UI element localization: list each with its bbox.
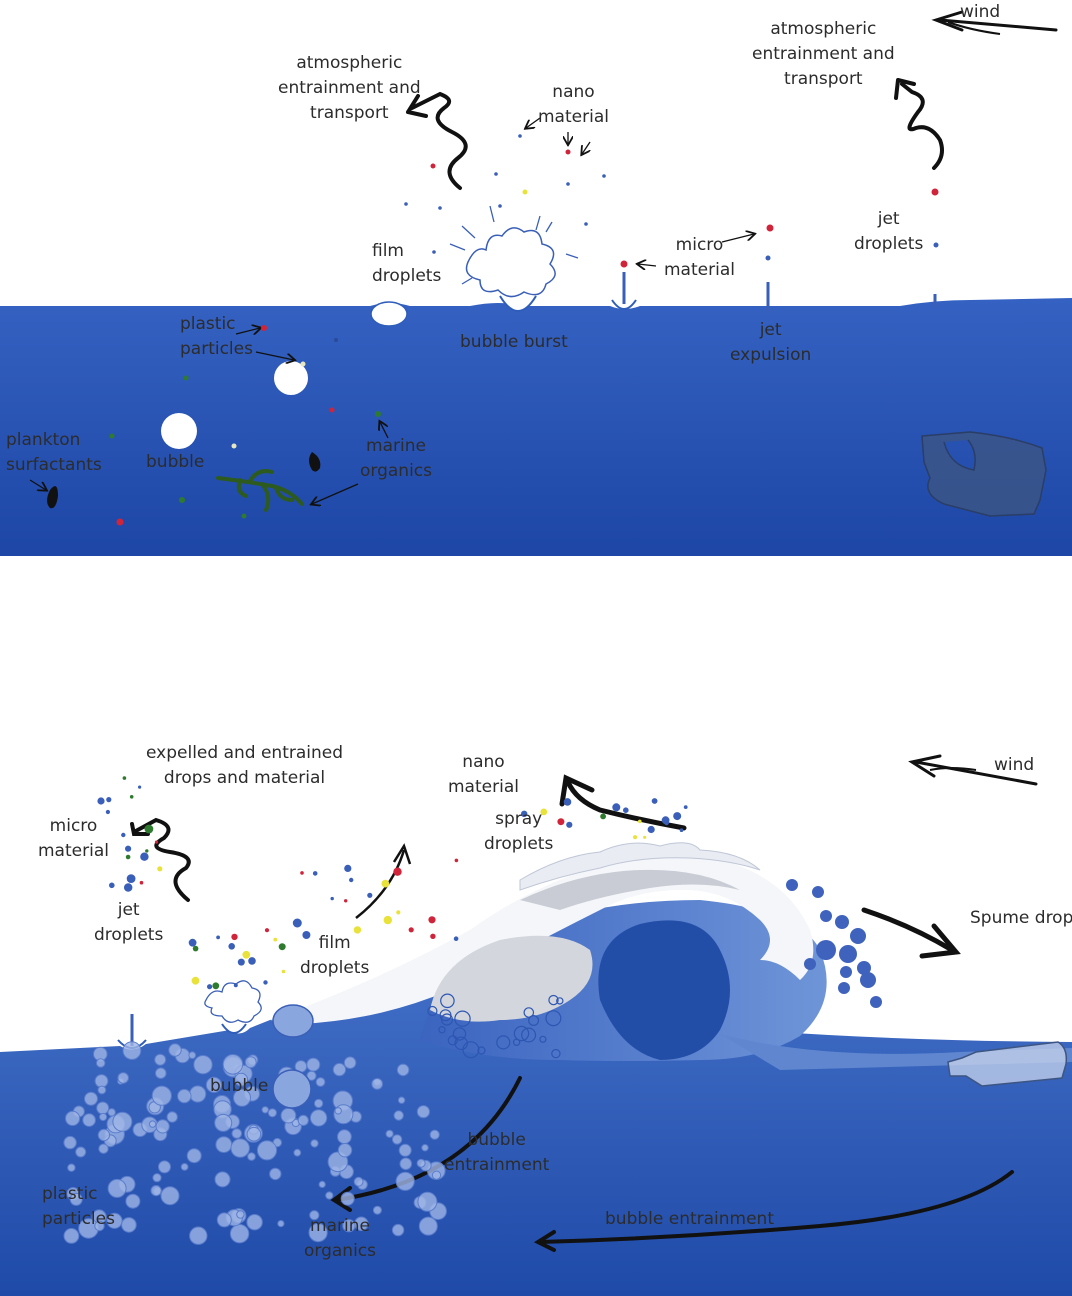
plastic-bag-icon [921,431,1047,517]
label-expelled: expelled and entrained drops and materia… [146,743,344,788]
wind-arrow-bottom [908,754,1038,786]
plankton-icon [47,486,58,509]
arrow-bubble-entrainment-2 [533,1230,556,1252]
label-spray: spray droplets [484,809,554,854]
spume-droplets [786,879,882,1008]
label-film-top: film droplets [372,241,442,286]
squiggle-arrow-right [900,82,944,170]
bubble-icon [161,413,197,449]
jet-small-icon [611,299,637,310]
wind-arrow-bottom [929,767,977,771]
label-jet-droplets-top: jet droplets [854,209,924,254]
pointer-arrows-top [29,117,754,504]
label-micro-bottom: micro material [38,816,109,861]
bubble-burst-icon [499,295,537,312]
plastic-bottle-icon [947,1041,1068,1087]
label-jet-droplets-bottom: jet droplets [94,900,164,945]
arrow-spume [919,923,961,959]
arrow-nano-up [559,774,595,807]
wave-barrel [598,920,730,1060]
burst-cloud-icon [465,227,556,298]
seaweed-icon [216,469,304,512]
label-bubble-entrainment-2: bubble entrainment [605,1209,774,1229]
label-wind-top: wind [960,2,1001,22]
squiggle-arrow-micro [130,822,150,836]
label-bubble-burst: bubble burst [460,332,568,352]
wave-foam-inner [430,935,593,1022]
burst-rays [449,205,579,285]
wind-arrow-top [947,21,1001,35]
label-atmospheric-right: atmospheric entrainment and transport [752,19,895,89]
label-micro-top: micro material [664,235,735,280]
label-bubble-top: bubble [146,452,205,472]
label-spume: Spume drops [970,908,1072,928]
label-wind-bottom: wind [994,755,1035,775]
wave-foam-mid [520,869,740,910]
burst-cloud-icon [204,980,262,1023]
label-plankton: plankton surfactants [6,430,102,475]
wave-spray-edge [519,842,761,891]
underwater-bubbles [63,993,564,1245]
plankton-icon [309,452,321,472]
bottom-panel [0,754,1072,1296]
label-bubble-bottom: bubble [210,1076,269,1096]
film-bubble [272,1004,314,1038]
squiggle-arrow-micro [132,817,191,902]
squiggle-arrow-left [410,91,468,190]
squiggle-arrow-left [406,94,428,118]
arrow-nano-up [565,779,687,831]
label-plastic-bottom: plastic particles [42,1184,115,1229]
particles-top [109,134,939,526]
top-panel [0,10,1072,556]
label-nano-top: nano material [538,82,609,127]
spray-particles [97,776,688,990]
label-marine-top: marine organics [360,436,433,481]
bubble-burst-icon [221,1023,247,1034]
film-bubble [370,301,408,327]
label-jet-expulsion: jet expulsion [730,320,812,365]
arrow-bubble-entrainment-1 [334,1076,522,1202]
bubble-icon [274,361,308,395]
arrow-film-up [355,849,406,919]
arrow-spume [861,907,955,953]
label-plastic-top: plastic particles [180,314,253,359]
squiggle-arrow-right [894,78,916,100]
label-marine-bottom: marine organics [304,1216,377,1261]
wind-arrow-top [931,10,1058,32]
label-film-bottom: film droplets [300,933,370,978]
label-nano-bottom: nano material [448,752,519,797]
arrow-film-up [392,843,412,865]
label-bubble-entrainment-1: bubble entrainment [444,1130,550,1175]
label-atmospheric-left: atmospheric entrainment and transport [278,53,421,123]
arrow-bubble-entrainment-2 [538,1170,1014,1244]
arrow-bubble-entrainment-1 [330,1186,352,1212]
